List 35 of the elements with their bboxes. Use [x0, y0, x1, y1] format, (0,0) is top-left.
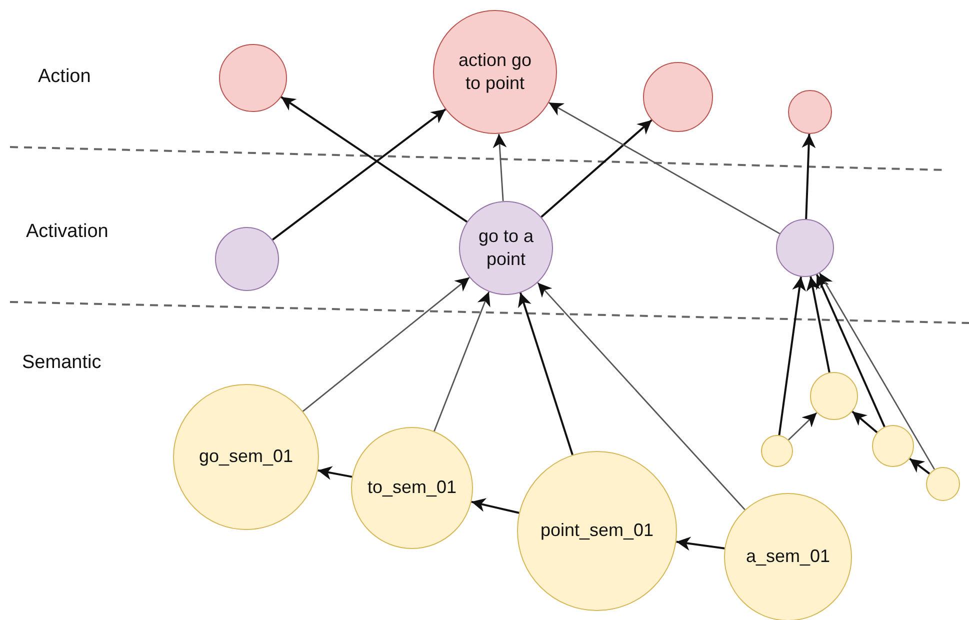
arrow — [676, 536, 725, 551]
circle-node — [926, 467, 960, 501]
layer-label: Activation — [26, 221, 108, 243]
circle-node — [872, 425, 914, 467]
circle-node — [810, 372, 858, 420]
circle-node — [788, 90, 832, 134]
arrow — [302, 276, 470, 412]
node-label: to_sem_01 — [367, 476, 457, 500]
arrow — [548, 102, 780, 234]
arrow — [788, 412, 818, 440]
arrow — [778, 276, 806, 436]
node-label: go_sem_01 — [198, 445, 294, 468]
node-label: go to a point — [477, 224, 535, 271]
circle-node — [459, 201, 553, 295]
arrow — [802, 134, 816, 220]
arrow — [280, 96, 468, 223]
layer-label: Action — [38, 66, 91, 88]
arrow — [816, 274, 886, 428]
circle-node — [761, 435, 793, 467]
arrow — [471, 498, 520, 514]
arrow — [540, 119, 652, 218]
arrow — [318, 466, 352, 480]
layer-label: Semantic — [22, 352, 102, 374]
node-label: a_sem_01 — [746, 545, 830, 568]
node-label: point_sem_01 — [540, 519, 654, 542]
arrow — [909, 458, 930, 474]
arrow — [492, 134, 507, 202]
arrow — [518, 292, 574, 456]
arrow — [852, 410, 878, 434]
node-label: action go to point — [457, 48, 533, 95]
arrow — [434, 292, 490, 432]
arrow — [272, 108, 446, 240]
arrow — [819, 272, 935, 470]
arrow — [537, 282, 746, 510]
arrow — [806, 276, 830, 373]
